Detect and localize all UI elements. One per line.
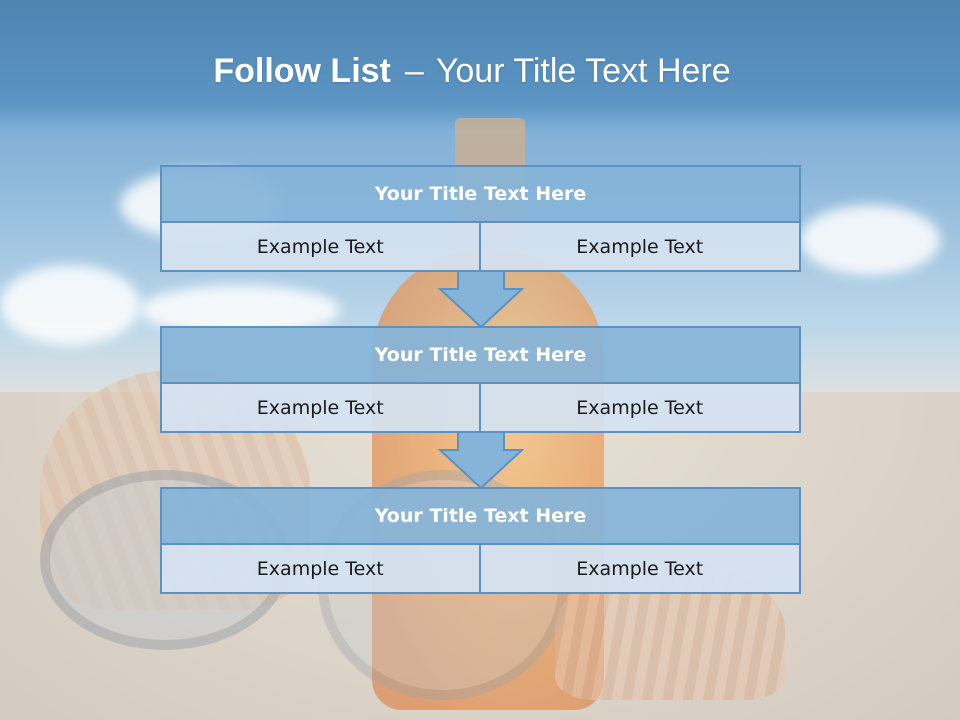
title-rest: Your Title Text Here xyxy=(435,52,731,90)
title-dash: – xyxy=(404,52,424,90)
block-row: Example Text Example Text xyxy=(160,223,801,272)
block-cell[interactable]: Example Text xyxy=(160,384,481,433)
slide-title: Follow List–Your Title Text Here xyxy=(0,52,944,91)
block-row: Example Text Example Text xyxy=(160,384,801,433)
block-row: Example Text Example Text xyxy=(160,545,801,594)
block-cell[interactable]: Example Text xyxy=(160,545,481,594)
block-cell[interactable]: Example Text xyxy=(480,223,801,272)
block-cell[interactable]: Example Text xyxy=(480,545,801,594)
list-block: Your Title Text Here Example Text Exampl… xyxy=(160,326,801,433)
block-header[interactable]: Your Title Text Here xyxy=(160,165,801,223)
down-arrow-icon xyxy=(438,271,524,329)
list-block: Your Title Text Here Example Text Exampl… xyxy=(160,165,801,272)
down-arrow-icon xyxy=(438,432,524,490)
block-header[interactable]: Your Title Text Here xyxy=(160,487,801,545)
block-cell[interactable]: Example Text xyxy=(480,384,801,433)
title-bold-part: Follow List xyxy=(213,52,391,90)
cloud xyxy=(800,205,940,275)
list-block: Your Title Text Here Example Text Exampl… xyxy=(160,487,801,594)
block-header[interactable]: Your Title Text Here xyxy=(160,326,801,384)
block-cell[interactable]: Example Text xyxy=(160,223,481,272)
cloud xyxy=(0,265,140,345)
title-band xyxy=(0,0,960,130)
